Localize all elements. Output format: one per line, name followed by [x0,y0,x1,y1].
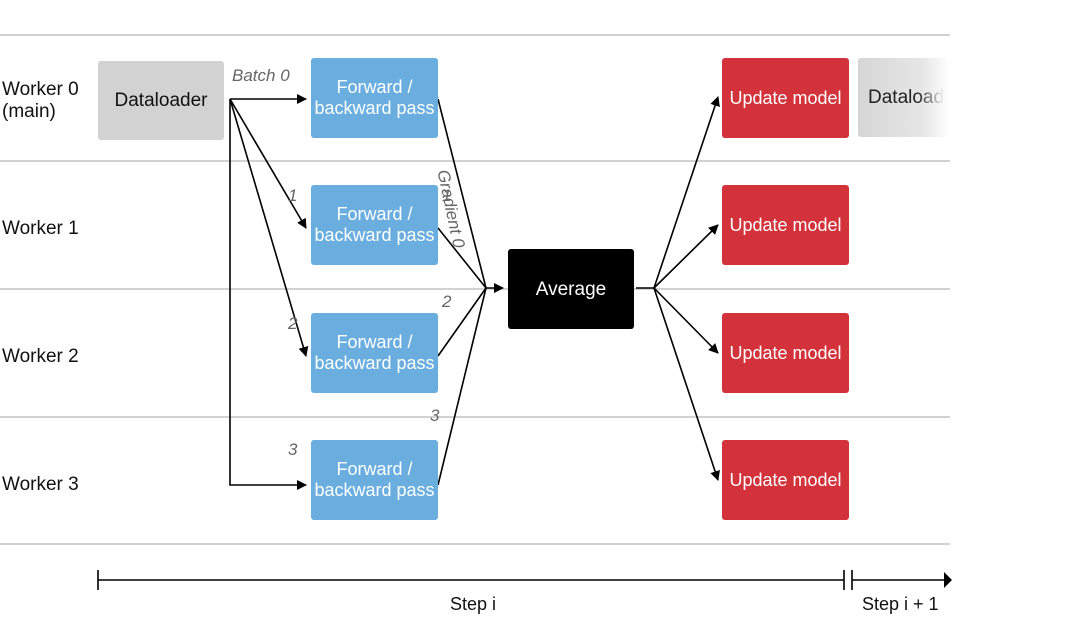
batch-label-3: 3 [288,440,298,459]
worker-label-3: Worker 3 [2,474,79,495]
update-model-box-3: Update model [722,440,849,520]
step-i-label: Step i [450,594,497,614]
row-separator [0,160,950,162]
batch-arrow-2 [229,98,309,357]
batch-label-0: Batch 0 [232,66,290,85]
gradient-line-0 [437,98,487,289]
worker-label-2: Worker 2 [2,346,79,367]
forward-backward-box-2: Forward / backward pass [311,313,438,393]
gradient-line-1 [437,227,487,289]
update-arrow-3 [653,287,720,481]
row-separator [0,543,950,545]
forward-backward-box-0: Forward / backward pass [311,58,438,138]
batch-label-2: 2 [288,314,298,333]
gradient-label-1: 1 [442,186,452,205]
forward-backward-box-3: Forward / backward pass [311,440,438,520]
update-model-box-1: Update model [722,185,849,265]
update-arrow-0 [653,96,720,289]
worker-label-0: Worker 0 (main) [2,79,79,122]
step-next-label: Step i + 1 [862,594,939,614]
batch-arrow-3 [229,99,307,490]
row-separator [0,416,950,418]
gradient-line-2 [437,287,487,357]
worker-label-1: Worker 1 [2,218,79,239]
gradient-label-3: 3 [430,406,440,425]
gradient-label-2: 2 [442,292,452,311]
batch-label-1: 1 [288,186,298,205]
average-box: Average [508,249,634,329]
row-separator [0,34,950,36]
dataloader-next-box: Dataload [858,58,950,137]
row-separator [0,288,950,290]
update-arrow-2 [653,287,719,354]
update-model-box-2: Update model [722,313,849,393]
dataloader-box: Dataloader [98,61,224,140]
update-model-box-0: Update model [722,58,849,138]
batch-arrow-1 [229,98,307,229]
gradient-line-3 [437,287,487,486]
update-arrow-1 [653,224,719,289]
dataloader-next-label: Dataload [868,87,945,108]
forward-backward-box-1: Forward / backward pass [311,185,438,265]
